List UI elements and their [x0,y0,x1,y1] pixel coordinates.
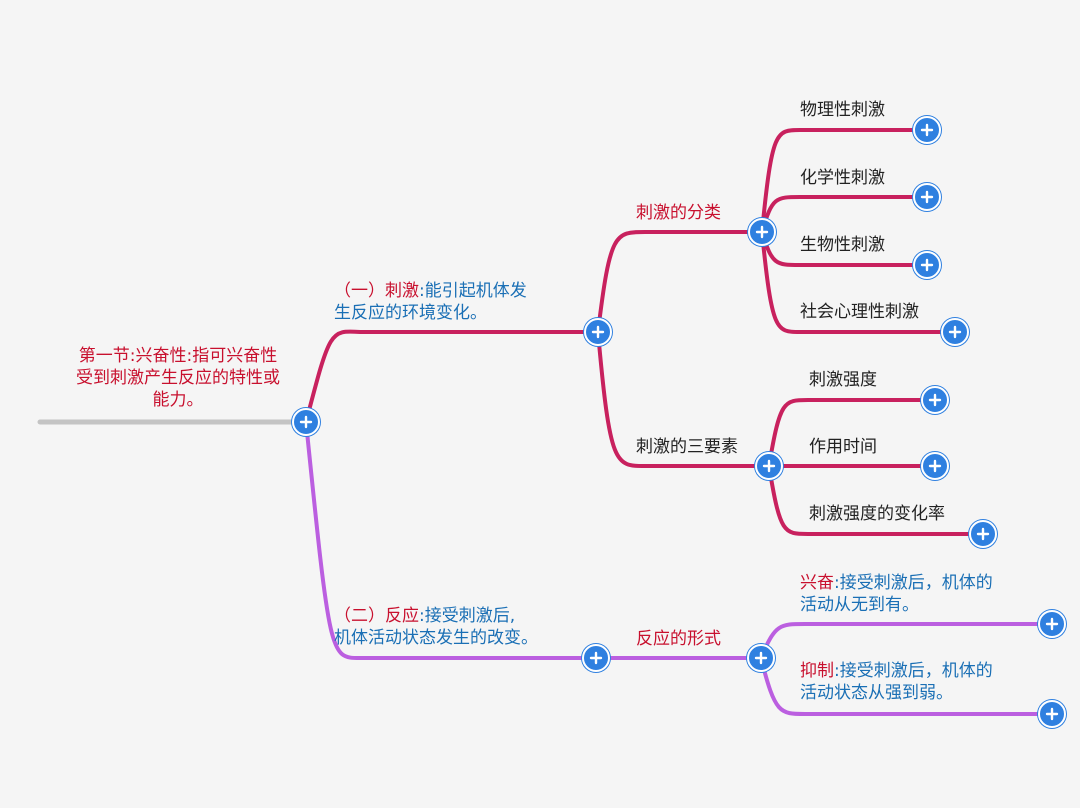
expand-button-root[interactable] [292,408,320,436]
edge-elements-rate [767,465,983,536]
plus-icon [948,325,962,339]
plus-icon [976,527,990,541]
expand-button-intensity[interactable] [921,386,949,414]
expand-button-duration[interactable] [921,452,949,480]
plus-icon [920,123,934,137]
expand-button-excitation[interactable] [1038,610,1066,638]
root-label-line3: 能力。 [152,390,204,410]
plus-icon [591,325,605,339]
excitation-label: 兴奋:接受刺激后，机体的 活动从无到有。 [800,572,993,616]
expand-button-chemical[interactable] [913,183,941,211]
edge-classification-chemical [760,195,927,233]
excitation-desc-line1: :接受刺激后，机体的 [834,573,993,593]
expand-button-response[interactable] [582,644,610,672]
inhibition-prefix: 抑制 [800,661,834,681]
plus-icon [920,190,934,204]
plus-icon [762,459,776,473]
expand-button-forms[interactable] [747,644,775,672]
stimulus-desc-line2: 生反应的环境变化。 [334,303,487,323]
classification-item-social: 社会心理性刺激 [800,302,919,322]
edge-classification-social [760,231,955,334]
edge-forms-excitation [759,622,1052,659]
expand-button-elements[interactable] [755,452,783,480]
classification-label: 刺激的分类 [636,203,721,223]
elements-item-rate: 刺激强度的变化率 [809,504,945,524]
classification-item-chemical: 化学性刺激 [800,168,885,188]
classification-item-physical: 物理性刺激 [800,100,885,120]
expand-button-biological[interactable] [913,251,941,279]
expand-button-classification[interactable] [748,218,776,246]
plus-icon [928,459,942,473]
plus-icon [1045,707,1059,721]
stimulus-prefix: （一）刺激 [334,281,419,301]
classification-item-biological: 生物性刺激 [800,235,885,255]
expand-button-physical[interactable] [913,116,941,144]
excitation-desc-line2: 活动从无到有。 [800,595,919,615]
response-prefix: （二）反应 [334,606,419,626]
plus-icon [589,651,603,665]
root-label: 第一节:兴奋性:指可兴奋性 受到刺激产生反应的特性或 能力。 [58,345,298,411]
edge-classification-physical [760,128,927,233]
expand-button-inhibition[interactable] [1038,700,1066,728]
edge-stimulus-to-elements [596,331,769,468]
expand-button-social[interactable] [941,318,969,346]
edge-forms-inhibition [759,657,1052,716]
expand-button-stimulus[interactable] [584,318,612,346]
stimulus-desc-line1: :能引起机体发 [419,281,527,301]
inhibition-label: 抑制:接受刺激后，机体的 活动状态从强到弱。 [800,660,993,704]
response-label: （二）反应:接受刺激后, 机体活动状态发生的改变。 [334,605,538,649]
plus-icon [754,651,768,665]
plus-icon [928,393,942,407]
inhibition-desc-line1: :接受刺激后，机体的 [834,661,993,681]
edge-root-to-stimulus [304,329,598,423]
root-label-line1: 第一节:兴奋性:指可兴奋性 [78,346,278,366]
root-label-line2: 受到刺激产生反应的特性或 [76,368,280,388]
elements-item-intensity: 刺激强度 [809,370,877,390]
plus-icon [1045,617,1059,631]
plus-icon [755,225,769,239]
edge-elements-intensity [767,398,935,467]
stimulus-label: （一）刺激:能引起机体发 生反应的环境变化。 [334,280,527,324]
plus-icon [920,258,934,272]
expand-button-rate[interactable] [969,520,997,548]
edge-root-to-response [304,421,596,660]
elements-item-duration: 作用时间 [809,437,877,457]
response-desc-line2: 机体活动状态发生的改变。 [334,628,538,648]
inhibition-desc-line2: 活动状态从强到弱。 [800,683,953,703]
edge-stimulus-to-classification [596,230,762,333]
forms-label: 反应的形式 [636,629,721,649]
response-desc-line1: :接受刺激后, [419,606,516,626]
excitation-prefix: 兴奋 [800,573,834,593]
plus-icon [299,415,313,429]
elements-label: 刺激的三要素 [636,437,738,457]
